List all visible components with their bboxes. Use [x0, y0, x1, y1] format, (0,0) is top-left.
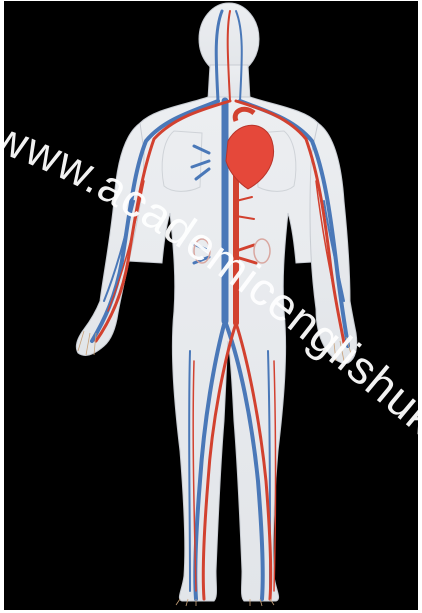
circulatory-system-illustration	[4, 1, 418, 610]
